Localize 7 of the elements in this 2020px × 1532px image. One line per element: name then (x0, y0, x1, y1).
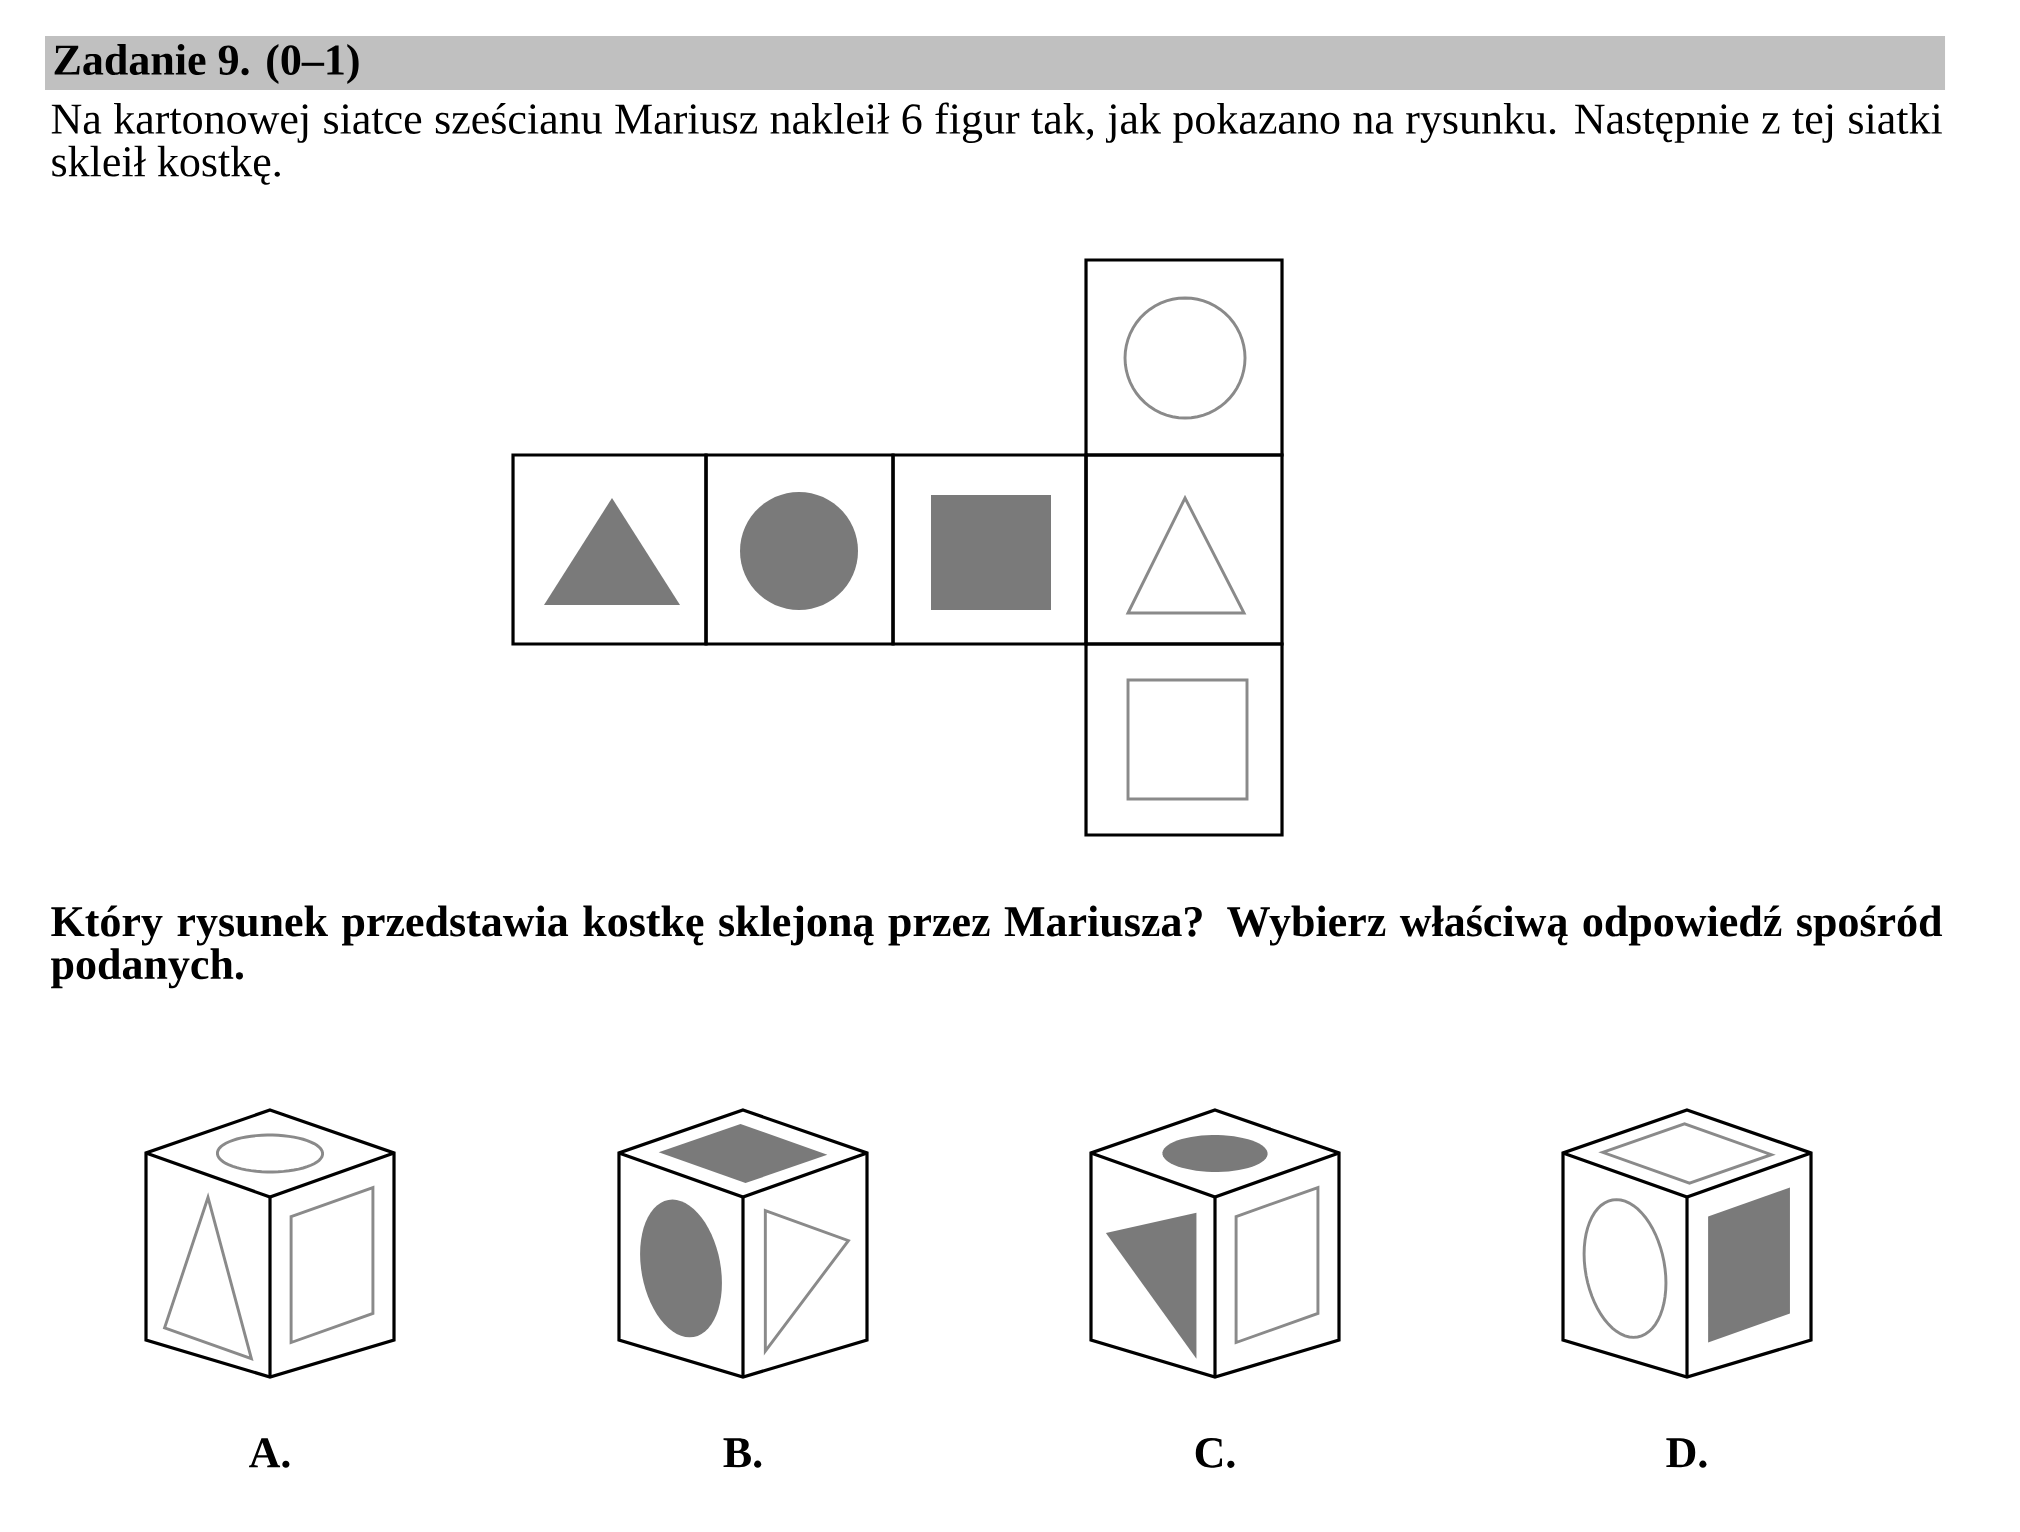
question-text: Na kartonowej siatce sześcianu Mariusz nakleił 6 figur tak, jak pokazano na rysunku. Następnie z tej siatki skleił kostkę. (51, 102, 1942, 185)
title-bar: Zadanie 9. (0–1) (45, 36, 1946, 90)
question-text: Który rysunek przedstawia kostkę sklejoną przez Mariusza? Wybierz właściwą odpowiedź spośród podanych. (51, 905, 1943, 989)
option-label: A. (249, 1438, 290, 1468)
option-label: D. (1666, 1438, 1707, 1468)
option-label: C. (1195, 1438, 1235, 1468)
option-label: B. (723, 1438, 762, 1468)
